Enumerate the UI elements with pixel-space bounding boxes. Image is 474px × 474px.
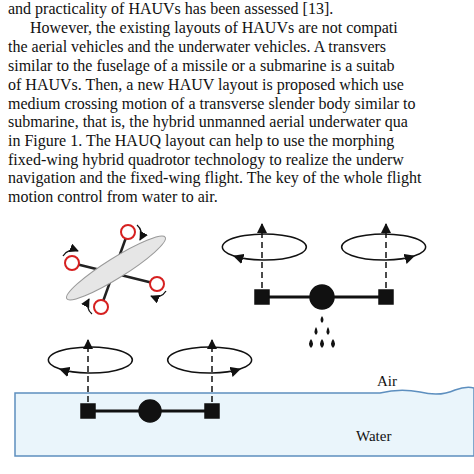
quadrotor-in-air: [222, 224, 425, 309]
body-text: in Figure 1. The HAUQ layout can help to…: [8, 133, 394, 149]
body-text: However, the existing layouts of HAUVs a…: [30, 20, 398, 36]
water-droplets: [309, 316, 335, 348]
water-band: [15, 387, 474, 456]
body-text: motion control from water to air.: [8, 189, 218, 205]
body-text: similar to the fuselage of a missile or …: [8, 58, 395, 74]
quadrotor-on-water: [48, 340, 251, 422]
body-text: the aerial vehicles and the underwater v…: [8, 39, 386, 55]
quadrotor-top-view: [62, 225, 171, 314]
body-text: of HAUVs. Then, a new HAUV layout is pro…: [8, 77, 404, 93]
body-text: fixed-wing hybrid quadrotor technology t…: [8, 152, 404, 168]
body-text: submarine, that is, the hybrid unmanned …: [8, 114, 408, 130]
body-text: and practicality of HAUVs has been asses…: [8, 1, 333, 17]
body-text: navigation and the fixed-wing flight. Th…: [8, 170, 421, 186]
body-text: medium crossing motion of a transverse s…: [8, 96, 415, 112]
water-label: Water: [356, 429, 391, 444]
air-label: Air: [377, 374, 397, 389]
